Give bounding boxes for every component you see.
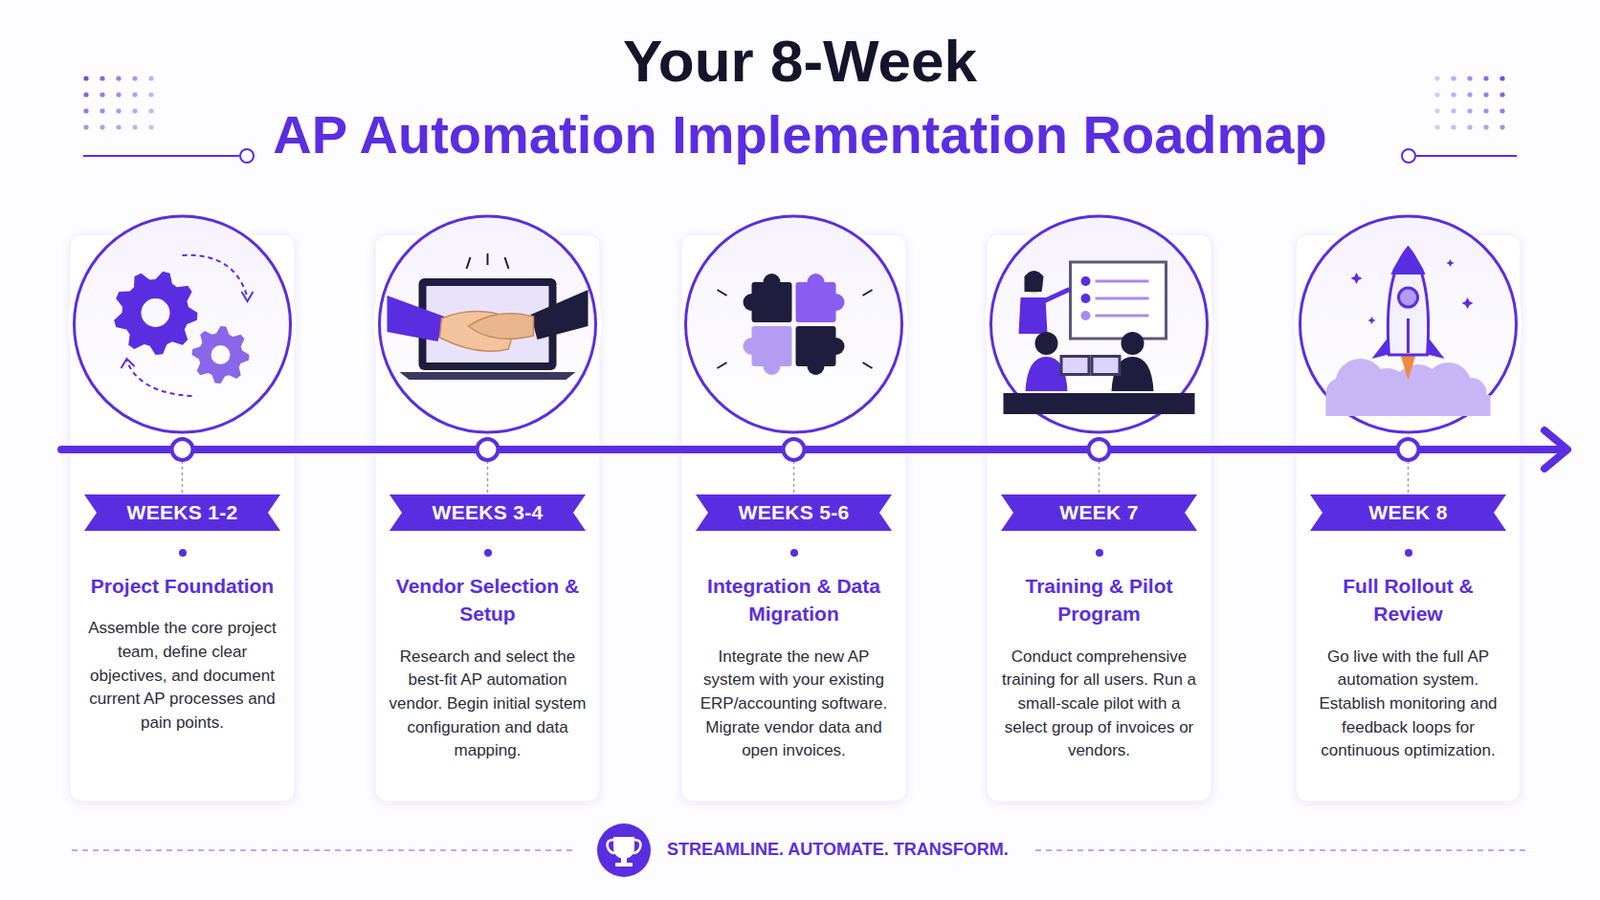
bullet-dot — [178, 549, 187, 557]
phase-card: WEEKS 3-4Vendor Selection & SetupResearc… — [375, 494, 600, 764]
week-ribbon: WEEKS 5-6 — [695, 494, 892, 532]
phase-description: Go live with the full AP automation syst… — [1307, 645, 1511, 764]
phase-heading: Integration & Data Migration — [703, 572, 886, 629]
phase-description: Research and select the best-fit AP auto… — [386, 645, 590, 764]
week-ribbon: WEEKS 3-4 — [389, 494, 586, 532]
card-panel — [375, 234, 600, 802]
decorations — [71, 75, 1529, 878]
phase-description: Conduct comprehensive training for all u… — [998, 645, 1201, 764]
icons — [68, 210, 1523, 439]
bullet-dot — [1404, 549, 1413, 557]
tagline: STREAMLINE. AUTOMATE. TRANSFORM. — [666, 840, 1031, 861]
week-ribbon: WEEK 7 — [1000, 494, 1198, 532]
phase-heading: Training & Pilot Program — [1015, 572, 1183, 629]
phase-description: Integrate the new AP system with your ex… — [692, 645, 896, 764]
timeline — [61, 430, 1568, 493]
phase-card: WEEKS 5-6Integration & Data MigrationInt… — [681, 494, 907, 764]
bullet-dot — [790, 549, 799, 557]
bullet-dot — [1095, 549, 1104, 557]
subtitle: AP Automation Implementation Roadmap — [0, 103, 1600, 166]
bullet-dot — [484, 549, 492, 557]
phase-card: WEEKS 1-2Project FoundationAssemble the … — [69, 494, 295, 736]
week-ribbon: WEEKS 1-2 — [84, 494, 281, 532]
phase-heading: Vendor Selection & Setup — [387, 572, 589, 629]
phase-heading: Project Foundation — [69, 572, 295, 600]
title: Your 8-Week — [0, 26, 1600, 95]
phase-card: WEEK 7 Training & Pilot ProgramConduct co… — [986, 494, 1212, 764]
phase-description: Assemble the core project team, define c… — [81, 617, 285, 735]
week-ribbon: WEEK 8 — [1310, 494, 1507, 532]
phase-heading: Full Rollout & Review — [1324, 572, 1492, 629]
phase-card: WEEK 8 Full Rollout & Review Go live with … — [1295, 494, 1521, 764]
